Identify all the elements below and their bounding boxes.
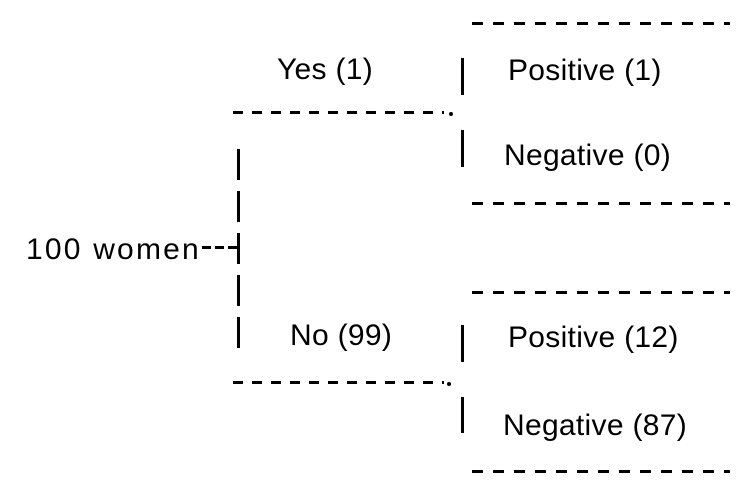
dashed-rule-top-yes-group bbox=[472, 22, 730, 25]
branch-yes-label: Yes (1) bbox=[277, 53, 374, 86]
spine-pipe bbox=[237, 149, 240, 180]
leaf-no-positive-label: Positive (12) bbox=[508, 321, 679, 354]
leaf-yes-positive-label: Positive (1) bbox=[508, 54, 662, 87]
leaf-no-negative-label: Negative (87) bbox=[503, 409, 687, 442]
leaf-pipe-yes-positive bbox=[461, 58, 464, 95]
root-connector-dashes bbox=[202, 246, 238, 249]
spine-pipe bbox=[237, 233, 240, 264]
spine-pipe bbox=[237, 191, 240, 222]
spine-pipe bbox=[237, 275, 240, 306]
leaf-pipe-no-positive bbox=[461, 325, 464, 362]
spine-pipe bbox=[237, 317, 240, 348]
dashed-rule-bottom-no-group bbox=[472, 470, 730, 473]
yes-underline-dot bbox=[449, 112, 453, 116]
leaf-pipe-no-negative bbox=[461, 397, 464, 433]
branch-no-label: No (99) bbox=[290, 319, 393, 352]
no-branch-underline bbox=[233, 381, 444, 384]
leaf-pipe-yes-negative bbox=[461, 130, 464, 167]
dashed-rule-top-no-group bbox=[472, 291, 730, 294]
root-label: 100 women bbox=[26, 233, 201, 266]
dashed-rule-bottom-yes-group bbox=[472, 202, 730, 205]
leaf-yes-negative-label: Negative (0) bbox=[504, 139, 672, 172]
yes-branch-underline bbox=[233, 111, 444, 114]
no-underline-dot bbox=[447, 382, 451, 386]
